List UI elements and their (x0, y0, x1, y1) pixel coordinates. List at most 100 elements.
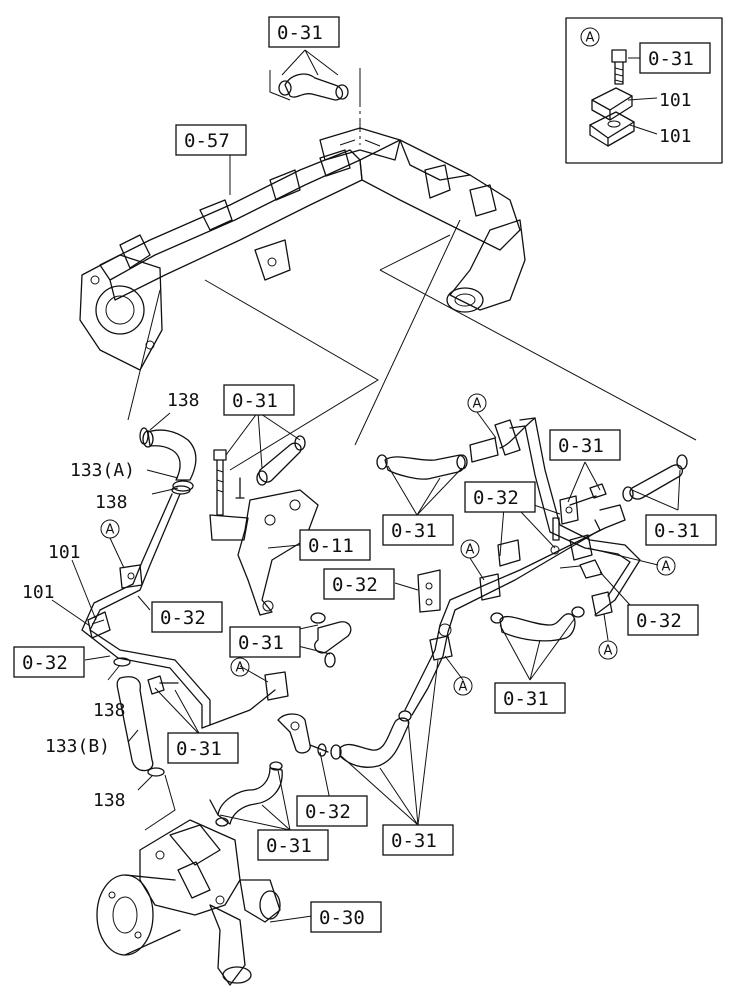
callout-text: 0-31 (558, 435, 604, 457)
callout-box: 0-32 (464, 481, 536, 513)
inset-marker-a: A (580, 27, 600, 47)
elbow-fitting-lower (277, 713, 329, 757)
marker-a-4: A (460, 539, 480, 559)
callout-text: 0-31 (176, 738, 222, 760)
leader-marker-a4 (469, 557, 485, 581)
callout-text: 0-57 (184, 130, 230, 152)
exhaust-manifold-right (359, 139, 521, 251)
leader-marker-a3 (476, 411, 497, 439)
fitting-right-0-32 (497, 517, 560, 567)
callout-text: 0-31 (277, 22, 323, 44)
callout-text: 0-31 (232, 390, 278, 412)
callout-text: 0-31 (654, 520, 700, 542)
leader-138d (137, 775, 153, 791)
callout-text: 0-31 (266, 835, 312, 857)
marker-letter: A (473, 397, 482, 412)
leader-138a (149, 412, 171, 431)
leader-marker-a2 (239, 665, 269, 683)
leader-c18 (269, 915, 313, 923)
callout-box: 0-31 (494, 682, 566, 714)
marker-a-3: A (467, 393, 487, 413)
clamp-a-right-lower (591, 591, 613, 617)
leader-c14 (84, 655, 111, 661)
hose-right-lower (490, 606, 585, 642)
inset-clamp-lower (589, 111, 635, 147)
callout-box: 0-31 (549, 429, 621, 461)
leader-marker-a6 (603, 613, 609, 641)
callout-box: 0-31 (229, 626, 301, 658)
callout-box: 0-57 (175, 124, 247, 156)
leader-c15 (154, 687, 201, 736)
part-number-133b: 133(B) (45, 736, 110, 757)
clamp-138-upper (139, 427, 149, 445)
leader-c4 (387, 465, 463, 516)
water-pump-outlet (209, 904, 252, 986)
pipe-upper-right-fitting (469, 417, 536, 463)
part-number-101-inset-upper: 101 (659, 90, 692, 111)
inset-bolt (611, 49, 627, 85)
callout-text: 0-30 (319, 907, 365, 929)
part-number-138: 138 (167, 390, 200, 411)
leader-inset-101b (629, 124, 658, 135)
hose-right-far (622, 454, 688, 502)
callout-box: 0-31 (639, 42, 711, 74)
clamp-a-center-left (264, 671, 289, 701)
clamp-101-left (87, 611, 111, 639)
marker-a-5: A (656, 556, 676, 576)
hose-133a (142, 429, 197, 492)
hose-mid-left (235, 435, 306, 499)
manifold-bracket (254, 239, 291, 281)
callout-box: 0-11 (299, 529, 371, 561)
marker-a-7: A (453, 676, 473, 696)
marker-a-2: A (230, 657, 250, 677)
callout-box: 0-31 (257, 829, 329, 861)
routing-line-right-outlet (379, 234, 451, 271)
hose-lower-left (209, 761, 283, 827)
callout-text: 0-32 (332, 574, 378, 596)
hose-lower-center (330, 710, 412, 768)
leader-marker-a1 (109, 537, 125, 569)
leader-c7 (137, 595, 151, 611)
clamp-a-center (479, 573, 501, 601)
routing-line-left-upper (204, 279, 379, 471)
callout-text: 0-31 (391, 520, 437, 542)
bracket-0-11 (209, 489, 319, 616)
callout-text: 0-32 (473, 487, 519, 509)
callout-text: 0-32 (160, 607, 206, 629)
callout-text: 0-31 (503, 688, 549, 710)
routing-line-right-long (379, 269, 697, 441)
leader-inset-101a (627, 97, 658, 101)
callout-text: 0-32 (22, 652, 68, 674)
marker-a-6: A (598, 640, 618, 660)
detail-inset-frame (565, 17, 723, 164)
callout-text: 0-31 (391, 830, 437, 852)
marker-letter: A (236, 661, 245, 676)
leader-c6 (267, 544, 301, 549)
marker-letter: A (604, 644, 613, 659)
leader-marker-a5 (587, 547, 659, 566)
clamp-a-left (119, 564, 143, 589)
part-number-101: 101 (22, 582, 55, 603)
bracket-right (559, 495, 579, 525)
leader-101b (51, 599, 91, 627)
callout-box: 0-31 (382, 824, 454, 856)
routing-line-left (127, 289, 161, 421)
callout-text: 0-11 (308, 535, 354, 557)
callout-box: 0-30 (310, 901, 382, 933)
plug-right (559, 559, 603, 579)
leader-c1 (281, 49, 339, 76)
hose-right-upper (376, 454, 468, 480)
leader-c11 (631, 469, 681, 511)
clamp-138-lower (171, 485, 191, 495)
callout-box: 0-32 (627, 604, 699, 636)
water-pipe-left (81, 493, 276, 729)
exhaust-manifold-left (99, 149, 363, 301)
callout-text: 0-31 (238, 632, 284, 654)
leader-c17 (219, 769, 291, 831)
part-number-138: 138 (93, 700, 126, 721)
bolt-mid-left (213, 449, 227, 516)
callout-box: 0-31 (268, 16, 340, 48)
water-pump-pulley (96, 874, 181, 956)
